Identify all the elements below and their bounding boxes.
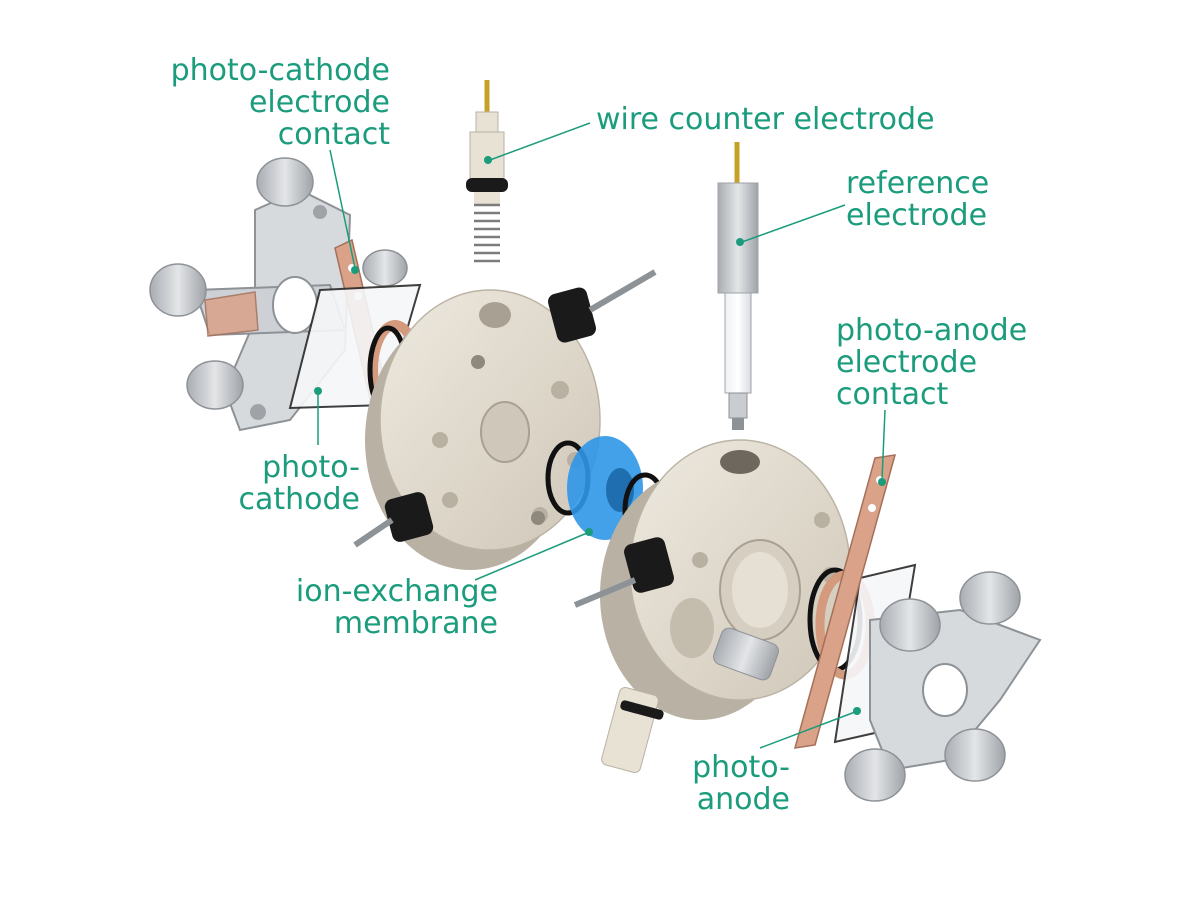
label-reference-electrode: reference electrode xyxy=(846,166,990,233)
leader-line-photoanode xyxy=(759,711,856,749)
leader-dot-photocathode-contact xyxy=(351,266,359,274)
leader-dot-photocathode xyxy=(314,387,322,395)
label-photocathode: photo- cathode xyxy=(238,450,360,517)
leader-dot-reference xyxy=(736,238,744,246)
left-clamp-knobs xyxy=(149,157,408,420)
leader-line-membrane xyxy=(474,532,588,581)
leader-dot-membrane xyxy=(585,528,593,536)
label-ion-exchange-membrane: ion-exchange membrane xyxy=(295,574,498,641)
leader-dot-photoanode xyxy=(853,707,861,715)
wire-counter-electrode xyxy=(466,80,508,263)
label-photocathode-electrode-contact: photo-cathode electrode contact xyxy=(170,53,390,152)
reference-electrode xyxy=(717,142,759,430)
label-photoanode: photo- anode xyxy=(692,750,790,817)
leader-line-wire-counter xyxy=(489,122,591,161)
label-photoanode-electrode-contact: photo-anode electrode contact xyxy=(836,313,1028,412)
leader-line-photoanode-contact xyxy=(881,409,886,481)
right-cell-body xyxy=(600,439,851,720)
leader-lines xyxy=(314,122,886,749)
right-cell-fittings xyxy=(573,537,779,773)
right-clamp-knobs xyxy=(844,571,1021,802)
label-wire-counter-electrode: wire counter electrode xyxy=(596,102,935,137)
leader-line-photocathode-contact xyxy=(329,149,356,269)
left-cell-fittings xyxy=(353,269,657,548)
leader-line-reference xyxy=(741,204,846,243)
leader-dot-wire-counter xyxy=(484,156,492,164)
leader-dot-photoanode-contact xyxy=(878,478,886,486)
